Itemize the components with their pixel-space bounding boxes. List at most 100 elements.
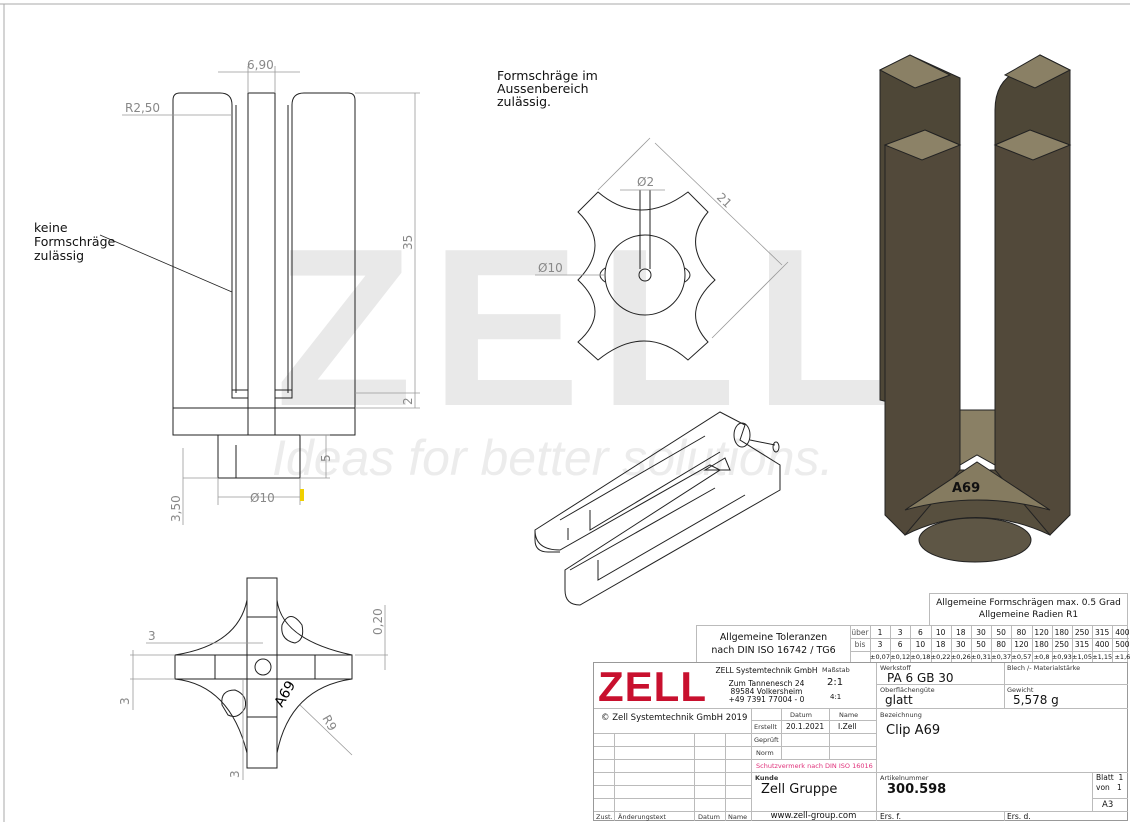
tolerance-cell-tol: ±0,12 [890, 652, 911, 661]
tolerance-row-label: über [851, 628, 869, 637]
tolerance-cell-over: 10 [935, 628, 946, 637]
rev-name-header: Name [728, 813, 748, 821]
material-label: Werkstoff [880, 664, 911, 672]
tolerance-cell-over: 120 [1034, 628, 1049, 637]
dim-bottom-3b: 3 [118, 697, 132, 705]
surface-label: Oberflächengüte [880, 686, 935, 694]
tolerance-cell-over: 6 [918, 628, 923, 637]
paper-format: A3 [1102, 800, 1114, 810]
general-draft-box: Allgemeine Formschrägen max. 0.5 Grad Al… [929, 593, 1128, 626]
highlight-marker [300, 489, 304, 501]
rev-date-header: Datum [698, 813, 720, 821]
designation-value: Clip A69 [886, 723, 941, 738]
dim-height: 35 [401, 235, 415, 250]
tolerance-cell-over: 400 [1115, 628, 1130, 637]
title-block: ZELL ZELL Systemtechnik GmbH Zum Tannene… [593, 662, 1128, 821]
created-name: I.Zell [838, 722, 857, 731]
tolerance-cell-to: 180 [1034, 640, 1049, 650]
front-view-dimensions [99, 66, 420, 525]
tolerance-cell-over: 1 [877, 628, 883, 637]
tolerance-cell-over: 315 [1095, 628, 1110, 637]
tolerance-cell-over: 50 [996, 628, 1006, 637]
engraving-bottom: A69 [272, 678, 300, 710]
dim-radius: R2,50 [125, 101, 160, 115]
tolerance-cell-tol: ±1,05 [1072, 652, 1092, 661]
article-label: Artikelnummer [880, 774, 929, 782]
tolerance-cell-tol: ±0,07 [870, 652, 890, 661]
tolerance-cell-to: 50 [976, 640, 986, 650]
dim-base: 2 [401, 397, 415, 405]
tolerance-label-2: nach DIN ISO 16742 / TG6 [711, 645, 836, 656]
tolerance-cell-to: 80 [996, 640, 1006, 650]
sheet-thickness-label: Blech /- Materialstärke [1007, 664, 1081, 672]
norm-label: Norm [756, 749, 774, 757]
company-city: 89584 Volkersheim [730, 687, 803, 696]
surface-value: glatt [885, 693, 913, 707]
isometric-view [534, 411, 781, 606]
section-dimensions [535, 137, 789, 339]
tolerance-table: Allgemeine Toleranzen nach DIN ISO 16742… [696, 625, 1130, 663]
watermark-logo: ZELL [275, 201, 909, 453]
zell-logo: ZELL [598, 663, 707, 710]
general-draft-text: Allgemeine Formschrägen max. 0.5 Grad [936, 598, 1121, 608]
dim-pin-diameter: Ø10 [250, 491, 275, 505]
tolerance-cell-tol: ±0,26 [950, 652, 971, 661]
note-draft-outside-3: zulässig. [497, 94, 551, 109]
tolerance-cell-to: 315 [1074, 640, 1090, 650]
dim-width-top: 6,90 [247, 58, 274, 72]
engraving-3d: A69 [952, 481, 980, 496]
article-number: 300.598 [887, 782, 947, 797]
material-value: PA 6 GB 30 [887, 671, 954, 685]
tolerance-cell-over: 250 [1074, 628, 1090, 637]
protection-notice: Schutzvermerk nach DIN ISO 16016 [756, 762, 873, 770]
tolerance-cell-to: 120 [1014, 640, 1029, 650]
created-label: Erstellt [754, 723, 777, 731]
tolerance-cell-tol: ±0,57 [1011, 652, 1032, 661]
company-address: Zum Tannenesch 24 89584 Volkersheim +49 … [709, 680, 824, 704]
tolerance-cell-tol: ±0,22 [930, 652, 951, 661]
dim-section-diameter: Ø10 [538, 261, 563, 275]
3d-render: A69 [878, 54, 1072, 563]
date-header: Datum [790, 711, 812, 719]
tolerance-cell-tol: ±1,15 [1092, 652, 1113, 661]
website-link[interactable]: www.zell-group.com [770, 811, 857, 821]
scale-value: 2:1 [827, 677, 844, 688]
tolerance-cell-to: 250 [1054, 640, 1069, 650]
tolerance-cell-over: 180 [1054, 628, 1069, 637]
tolerance-cell-tol: ±0,18 [910, 652, 931, 661]
scale-label: Maßstab [822, 666, 850, 674]
checked-label: Geprüft [754, 736, 779, 744]
name-header: Name [839, 711, 859, 719]
replaces-label: Ers. f. [880, 812, 901, 821]
note-no-draft-1: keine [34, 220, 68, 235]
company-street: Zum Tannenesch 24 [728, 679, 805, 688]
bottom-view-dimensions [130, 605, 388, 780]
tolerance-cell-to: 30 [956, 640, 966, 650]
tolerance-cell-to: 6 [897, 640, 903, 650]
company-phone: +49 7391 77004 - 0 [728, 695, 805, 704]
tolerance-cell-to: 3 [877, 640, 883, 650]
tolerance-cell-to: 18 [935, 640, 946, 650]
dim-bottom-3c: 3 [228, 770, 242, 778]
replaced-by-label: Ers. d. [1007, 812, 1031, 821]
tolerance-cell-to: 400 [1095, 640, 1110, 650]
designation-label: Bezeichnung [880, 711, 922, 719]
dim-gap: 0,20 [371, 608, 385, 635]
tolerance-cell-to: 10 [915, 640, 926, 650]
tolerance-cell-to: 500 [1115, 640, 1130, 650]
tolerance-cell-over: 18 [956, 628, 966, 637]
tolerance-cell-tol: ±0,37 [991, 652, 1012, 661]
sheet-label: Blatt 1 [1096, 773, 1123, 782]
dim-pin-offset: 3,50 [169, 495, 183, 522]
of-number: 1 [1116, 783, 1122, 792]
sheet-text: Blatt [1096, 773, 1114, 782]
note-no-draft-2: Formschräge [34, 234, 116, 249]
tolerance-cell-over: 3 [897, 628, 903, 637]
sheet-number: 1 [1118, 773, 1124, 782]
bottom-view [174, 577, 353, 769]
note-no-draft-3: zulässig [34, 248, 84, 263]
tolerance-cell-tol: ±0,8 [1033, 652, 1050, 661]
company-name: ZELL Systemtechnik GmbH [715, 666, 818, 675]
tolerance-cell-over: 80 [1016, 628, 1027, 637]
